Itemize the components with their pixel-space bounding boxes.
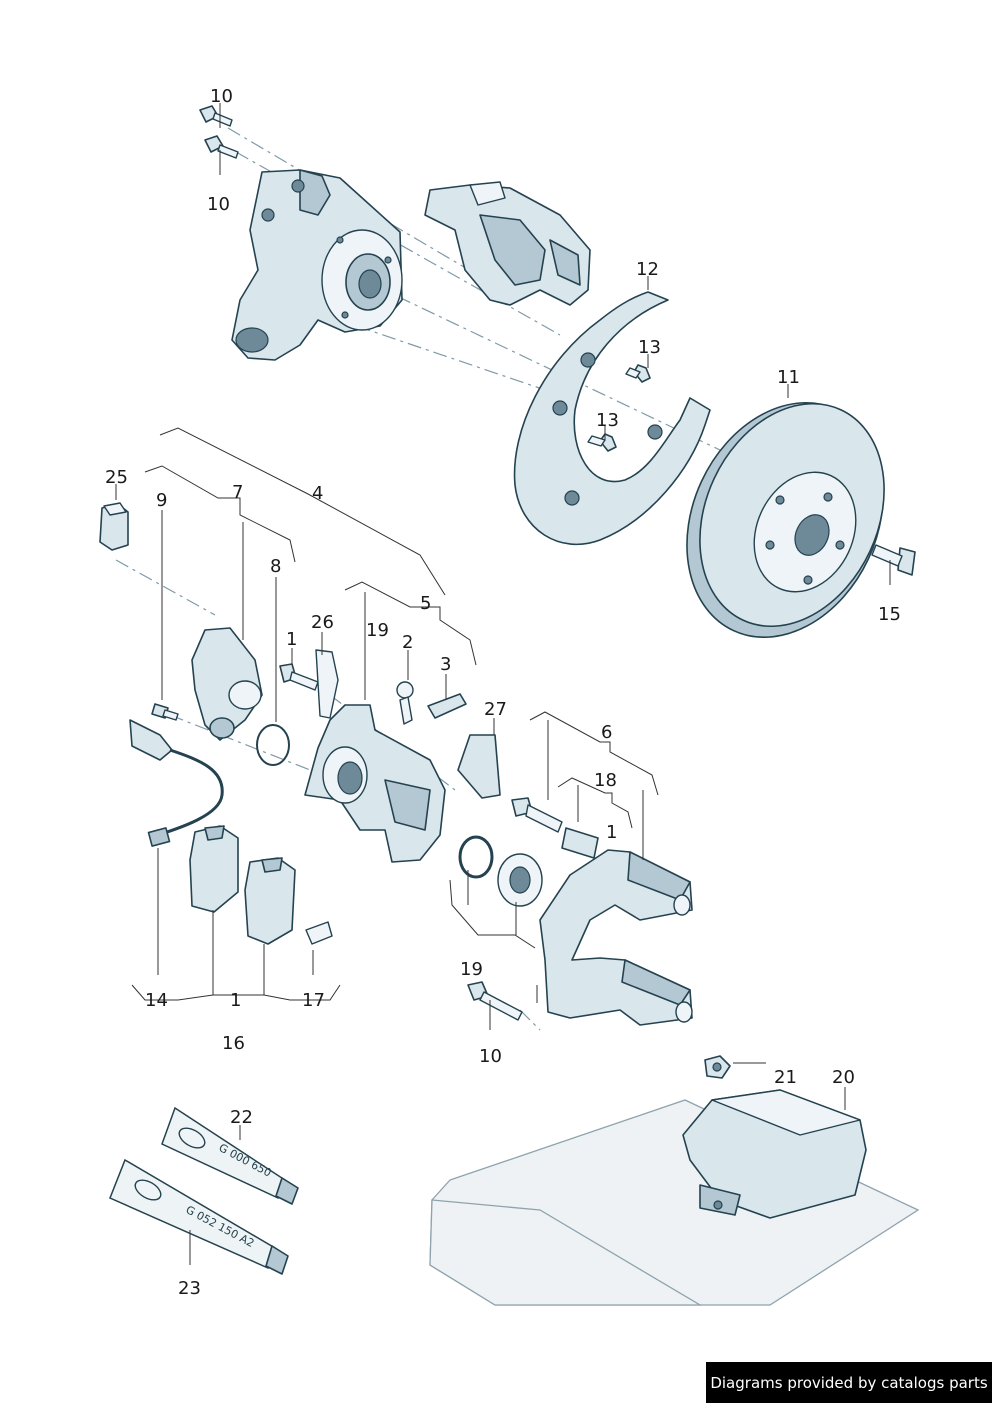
label-16: 16	[222, 1033, 245, 1054]
wheel-hub-knuckle	[231, 169, 403, 361]
label-1-sleeve: 1	[606, 822, 617, 843]
label-20: 20	[832, 1067, 855, 1088]
label-26: 26	[311, 612, 334, 633]
label-10-top: 10	[210, 86, 233, 107]
label-19-mid: 19	[366, 620, 389, 641]
leader-lines	[115, 103, 891, 1265]
label-9: 9	[156, 490, 167, 511]
label-27: 27	[484, 699, 507, 720]
splash-shield	[513, 291, 711, 546]
label-12: 12	[636, 259, 659, 280]
label-4: 4	[312, 483, 323, 504]
label-25: 25	[105, 467, 128, 488]
label-18: 18	[594, 770, 617, 791]
label-11: 11	[777, 367, 800, 388]
label-6: 6	[601, 722, 612, 743]
grease-tubes: G 000 650 G 052 150 A2	[109, 1106, 299, 1275]
label-17: 17	[302, 990, 325, 1011]
label-14: 14	[145, 990, 168, 1011]
label-21: 21	[774, 1067, 797, 1088]
label-10-bottom: 10	[479, 1046, 502, 1067]
sensor-actuator-group	[99, 502, 501, 847]
brake-carrier	[539, 849, 693, 1026]
credit-banner: Diagrams provided by catalogs parts	[706, 1362, 992, 1403]
brake-pads	[189, 825, 333, 945]
label-10-mid: 10	[207, 194, 230, 215]
label-5: 5	[420, 593, 431, 614]
label-23: 23	[178, 1278, 201, 1299]
label-1-pads: 1	[230, 990, 241, 1011]
label-2: 2	[402, 632, 413, 653]
label-13-top: 13	[638, 337, 661, 358]
brake-disc	[686, 401, 885, 639]
label-13-bottom: 13	[596, 410, 619, 431]
label-22: 22	[230, 1107, 253, 1128]
caliper-housing	[304, 704, 446, 863]
label-1-bolt: 1	[286, 629, 297, 650]
guide-pins-seals	[458, 797, 599, 907]
brake-caliper-top	[424, 181, 591, 306]
label-15: 15	[878, 604, 901, 625]
label-8: 8	[270, 556, 281, 577]
label-3: 3	[440, 654, 451, 675]
floor-pan-control-unit	[429, 1089, 920, 1306]
part-labels: 10 10 12 13 13 11 15 25 9 7 4 8 5 26 19 …	[105, 86, 901, 1299]
label-7: 7	[232, 482, 243, 503]
label-19-bottom: 19	[460, 959, 483, 980]
